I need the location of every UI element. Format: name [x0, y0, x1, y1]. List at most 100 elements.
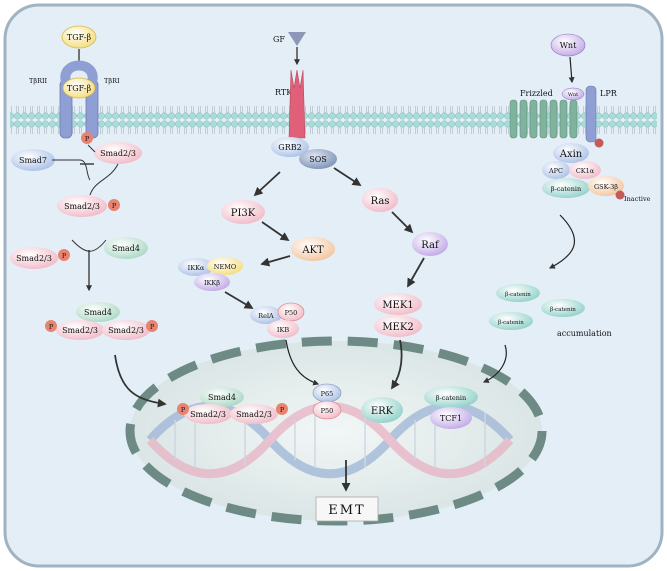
rela-node — [250, 306, 282, 324]
svg-text:Smad4: Smad4 — [112, 244, 140, 253]
rtk-label: RTK — [275, 88, 293, 97]
nucleus — [125, 336, 547, 526]
apc-node — [542, 161, 570, 179]
raf-node — [412, 232, 448, 256]
svg-text:TCF1: TCF1 — [440, 414, 462, 423]
phospho-lpr — [594, 138, 604, 148]
tgf-ligand — [61, 25, 97, 49]
smad7-node — [11, 149, 55, 171]
svg-text:β-catenin: β-catenin — [505, 292, 531, 298]
nuc-p50-node — [312, 400, 342, 420]
p50-node — [277, 302, 305, 322]
svg-text:Wnt: Wnt — [568, 92, 578, 98]
svg-text:Smad7: Smad7 — [19, 156, 47, 165]
phospho-complex-b — [146, 320, 158, 332]
svg-text:CK1α: CK1α — [576, 167, 595, 175]
svg-text:β-catenin: β-catenin — [436, 394, 466, 402]
svg-text:β-catenin: β-catenin — [550, 307, 576, 313]
mek2-node — [374, 315, 422, 337]
axin-node — [553, 143, 589, 163]
svg-text:Axin: Axin — [559, 149, 583, 160]
svg-text:Smad2/3: Smad2/3 — [190, 410, 226, 419]
svg-text:P: P — [181, 406, 186, 414]
smad4-node — [104, 237, 148, 259]
svg-text:RelA: RelA — [258, 312, 274, 320]
lpr-receptor — [585, 85, 597, 143]
nuc-smad23-a — [184, 404, 232, 424]
gsk3b-node — [588, 176, 624, 196]
svg-text:NEMO: NEMO — [214, 263, 236, 271]
frizzled-label: Frizzled — [520, 89, 553, 98]
nuc-bcat-node — [424, 386, 478, 408]
svg-text:P65: P65 — [321, 390, 334, 398]
phospho-receptor — [81, 132, 93, 144]
emt-box — [315, 496, 379, 522]
rtk-receptor — [288, 69, 306, 139]
ikkb-node — [194, 273, 230, 291]
nemo-node — [207, 257, 243, 275]
tgf-bound-label: TGF-β — [67, 84, 92, 93]
tbri-label: TβRI — [104, 77, 120, 85]
svg-text:P50: P50 — [321, 407, 334, 415]
smad23-node — [94, 142, 142, 164]
svg-text:AKT: AKT — [301, 245, 324, 256]
acc-bcat-2 — [541, 299, 585, 317]
svg-text:ERK: ERK — [371, 406, 394, 417]
svg-text:GRB2: GRB2 — [278, 143, 301, 152]
svg-text:APC: APC — [548, 167, 563, 175]
complex-smad23-a — [56, 320, 104, 340]
tbrii-label: TβRII — [29, 77, 48, 85]
gf-label: GF — [273, 35, 285, 44]
akt-node — [291, 237, 335, 261]
gf-ligand — [288, 32, 306, 46]
svg-text:P50: P50 — [285, 309, 298, 317]
tgf-bound-ligand — [62, 77, 96, 99]
grb2-node — [271, 137, 309, 157]
svg-text:Smad2/3: Smad2/3 — [100, 149, 136, 158]
phospho-smad23-2 — [58, 249, 70, 261]
accumulation-label: accumulation — [557, 329, 612, 338]
frizzled-receptor — [509, 99, 578, 139]
svg-text:GSK-3β: GSK-3β — [594, 183, 618, 191]
smad23-p2-node — [10, 247, 58, 269]
svg-text:P: P — [62, 252, 67, 260]
rtk-pathway: GF RTK GRB2 SOS PI3K AKT IKKα NEMO IKKβ … — [178, 32, 448, 423]
emt-label: EMT — [328, 503, 365, 518]
phospho-smad23 — [108, 199, 120, 211]
bcat-node — [542, 178, 590, 198]
acc-bcat-1 — [496, 284, 540, 302]
svg-text:MEK1: MEK1 — [382, 300, 413, 311]
svg-text:Smad4: Smad4 — [84, 308, 112, 317]
svg-text:P: P — [280, 406, 285, 414]
svg-text:IKKβ: IKKβ — [204, 279, 220, 287]
tcf1-node — [430, 407, 472, 429]
svg-text:Smad2/3: Smad2/3 — [64, 202, 100, 211]
nuc-smad23-b — [230, 404, 278, 424]
acc-bcat-3 — [489, 312, 533, 330]
svg-text:Wnt: Wnt — [560, 41, 577, 50]
svg-text:β-catenin: β-catenin — [551, 185, 581, 193]
svg-text:β-catenin: β-catenin — [498, 320, 524, 326]
wnt-ligand — [550, 33, 586, 57]
complex-smad23-b — [102, 320, 150, 340]
svg-text:Smad2/3: Smad2/3 — [62, 326, 98, 335]
inactive-label: Inactive — [624, 195, 651, 203]
svg-text:P: P — [112, 202, 117, 210]
phospho-nuc-b — [276, 403, 288, 415]
svg-text:Smad2/3: Smad2/3 — [108, 326, 144, 335]
svg-text:P: P — [85, 135, 90, 143]
svg-text:Smad2/3: Smad2/3 — [16, 254, 52, 263]
svg-text:PI3K: PI3K — [231, 208, 256, 219]
ikka-node — [178, 258, 214, 276]
tgf-pathway: TGF-β TGF-β TβRII TβRI P Smad7 Smad2/3 S… — [10, 25, 288, 424]
svg-text:IKKα: IKKα — [188, 264, 205, 272]
mek1-node — [374, 293, 422, 315]
svg-text:SOS: SOS — [309, 155, 327, 164]
cell-membrane — [10, 104, 657, 134]
erk-node — [361, 397, 403, 423]
svg-text:P: P — [150, 323, 155, 331]
svg-text:Smad2/3: Smad2/3 — [236, 410, 272, 419]
sos-node — [299, 149, 337, 169]
complex-smad4 — [76, 302, 120, 322]
